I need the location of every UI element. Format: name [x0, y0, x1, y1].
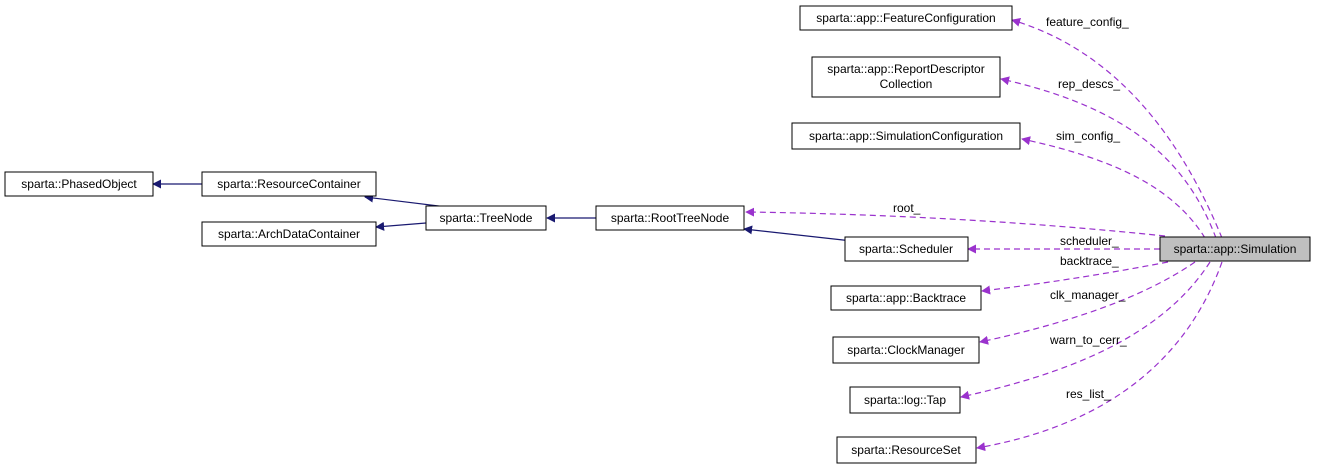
label-backtrace: backtrace_ [1060, 254, 1119, 268]
node-label: sparta::TreeNode [440, 211, 533, 225]
edge-labels: feature_config_ rep_descs_ sim_config_ r… [893, 15, 1129, 401]
node-backtrace[interactable]: sparta::app::Backtrace [830, 285, 982, 311]
node-label: sparta::ResourceContainer [217, 177, 360, 191]
node-resource-container[interactable]: sparta::ResourceContainer [201, 171, 377, 197]
label-clk-manager: clk_manager_ [1050, 288, 1126, 302]
edge-backtrace [981, 261, 1169, 295]
edge-treenode-to-archdatacontainer [375, 221, 427, 231]
node-arch-data-container[interactable]: sparta::ArchDataContainer [201, 221, 377, 247]
node-label: sparta::ClockManager [847, 343, 964, 357]
node-tree-node[interactable]: sparta::TreeNode [425, 205, 547, 231]
edge-root [745, 207, 1166, 237]
node-resource-set[interactable]: sparta::ResourceSet [836, 436, 977, 464]
node-label: sparta::app::Simulation [1174, 242, 1297, 256]
node-label-line2: Collection [880, 77, 933, 91]
member-edges [745, 17, 1223, 452]
label-rep-descs: rep_descs_ [1058, 77, 1120, 91]
label-root: root_ [893, 201, 921, 215]
edge-rep-descs [1000, 76, 1217, 239]
node-label: sparta::Scheduler [859, 242, 953, 256]
edge-feature-config [1011, 17, 1223, 239]
node-phased-object[interactable]: sparta::PhasedObject [4, 171, 154, 197]
label-scheduler: scheduler_ [1060, 234, 1119, 248]
edge-sim-config [1021, 136, 1206, 239]
node-simulation-configuration[interactable]: sparta::app::SimulationConfiguration [791, 122, 1021, 150]
label-feature-config: feature_config_ [1046, 15, 1129, 29]
node-label: sparta::app::SimulationConfiguration [809, 129, 1003, 143]
node-label: sparta::app::Backtrace [846, 291, 966, 305]
node-label: sparta::RootTreeNode [611, 211, 730, 225]
node-scheduler[interactable]: sparta::Scheduler [844, 236, 969, 262]
label-res-list: res_list_ [1066, 387, 1111, 401]
node-label: sparta::ResourceSet [851, 443, 961, 457]
node-label: sparta::app::FeatureConfiguration [816, 11, 995, 25]
node-simulation[interactable]: sparta::app::Simulation [1159, 236, 1311, 262]
node-report-descriptor-collection[interactable]: sparta::app::ReportDescriptor Collection [811, 56, 1001, 98]
node-root-tree-node[interactable]: sparta::RootTreeNode [595, 205, 745, 231]
label-sim-config: sim_config_ [1056, 129, 1120, 143]
node-clock-manager[interactable]: sparta::ClockManager [832, 336, 980, 364]
node-log-tap[interactable]: sparta::log::Tap [849, 386, 961, 414]
node-feature-configuration[interactable]: sparta::app::FeatureConfiguration [799, 5, 1013, 31]
node-label-line1: sparta::app::ReportDescriptor [827, 62, 984, 76]
edge-clk-manager [979, 261, 1196, 345]
edge-scheduler-to-roottreenode [743, 225, 853, 242]
node-label: sparta::PhasedObject [21, 177, 137, 191]
node-label: sparta::log::Tap [864, 393, 946, 407]
edge-res-list [976, 261, 1223, 452]
edge-warn-to-cerr [960, 261, 1211, 400]
label-warn-to-cerr: warn_to_cerr_ [1049, 333, 1127, 347]
node-label: sparta::ArchDataContainer [218, 227, 360, 241]
